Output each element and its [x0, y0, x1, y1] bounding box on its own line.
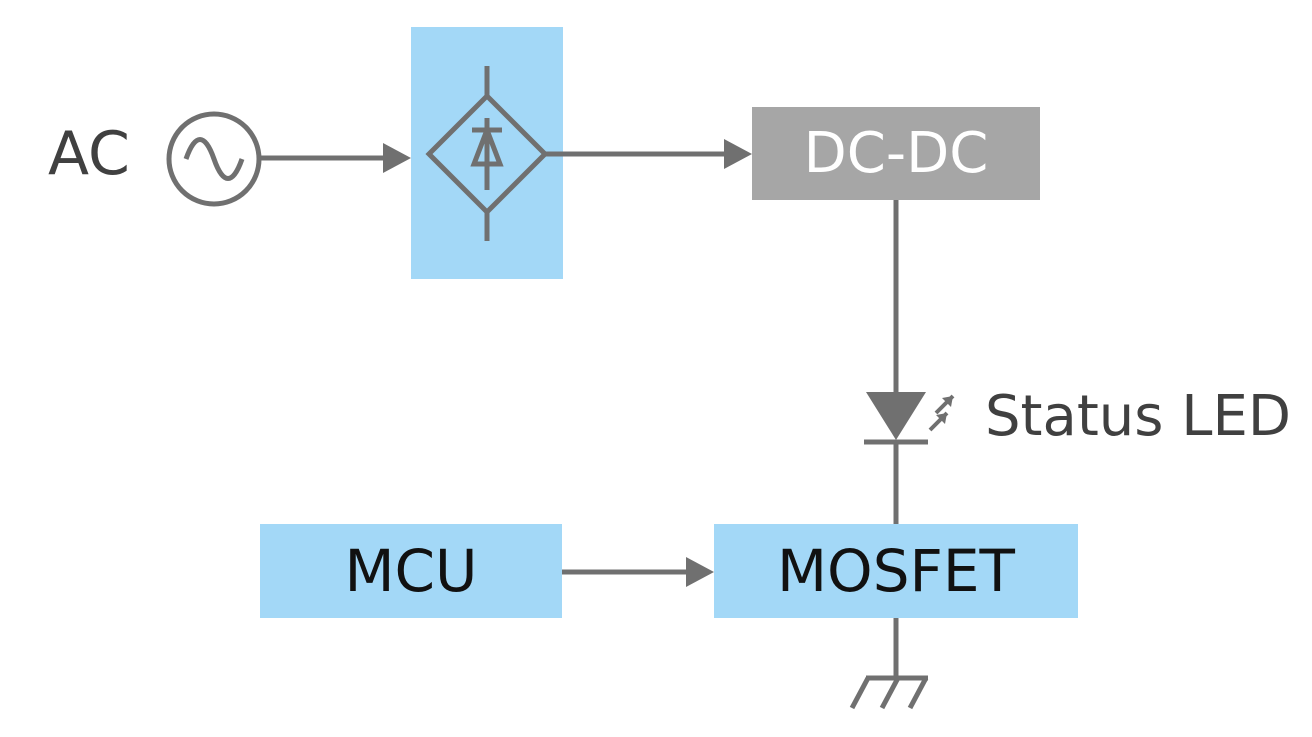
wire-mcu-to-mosfet — [562, 557, 714, 587]
mcu-label: MCU — [344, 537, 478, 605]
ground-icon — [849, 675, 929, 710]
led-icon — [864, 392, 955, 445]
mcu-block: MCU — [260, 524, 562, 618]
status-led-label: Status LED — [985, 384, 1291, 449]
mosfet-block: MOSFET — [714, 524, 1078, 618]
wire-rectifier-to-dcdc — [563, 139, 752, 169]
mosfet-label: MOSFET — [777, 537, 1015, 605]
wire-ac-to-rectifier — [259, 143, 411, 173]
dcdc-label: DC-DC — [803, 121, 989, 186]
ac-label: AC — [48, 119, 130, 189]
dcdc-block: DC-DC — [752, 107, 1040, 200]
ac-source-icon — [166, 111, 262, 207]
bridge-rectifier-icon — [425, 66, 563, 241]
